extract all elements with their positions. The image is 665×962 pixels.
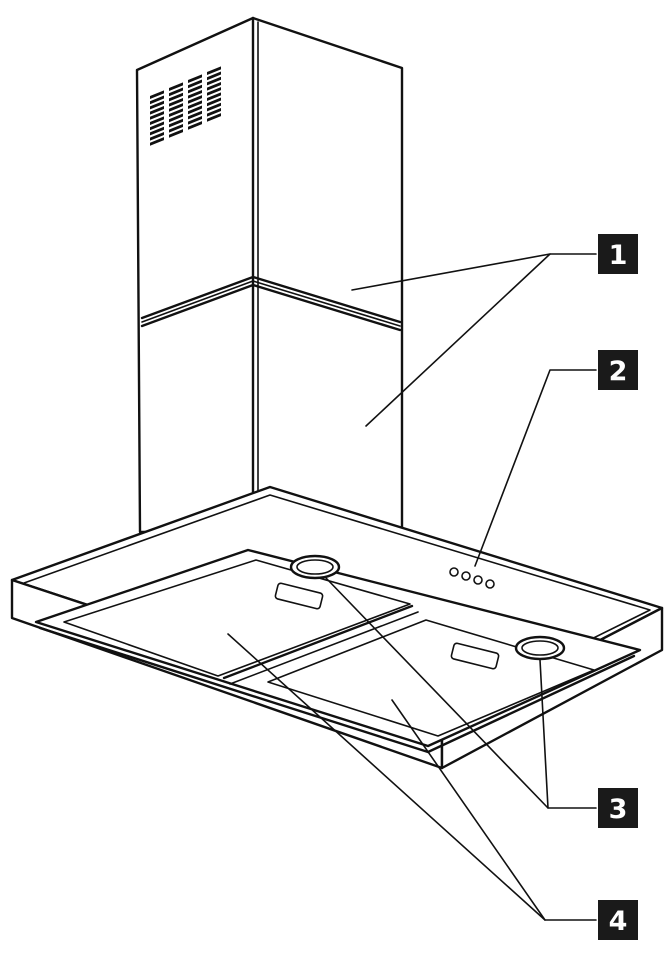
vent-slot — [169, 82, 183, 91]
vent-slot — [188, 121, 202, 130]
filter-handle-right[interactable] — [450, 642, 500, 670]
filter-handle-left[interactable] — [274, 582, 324, 610]
callout-2: 2 — [598, 350, 638, 390]
grease-filter-right — [267, 619, 595, 737]
vent-slot — [188, 115, 202, 125]
vent-slot — [207, 92, 221, 101]
vent-slot — [150, 100, 164, 110]
chimney-outline — [135, 16, 404, 534]
callout-2-label: 2 — [609, 356, 628, 387]
vent-slot — [188, 110, 202, 120]
vent-slot — [169, 129, 183, 138]
chimney — [135, 16, 404, 534]
vent-slot — [207, 97, 221, 107]
chimney-joint-lower — [140, 283, 402, 332]
vent-slot — [169, 92, 183, 102]
vent-slot — [169, 123, 183, 133]
vent-slot — [169, 118, 183, 128]
callout-2-box — [598, 350, 638, 390]
callout-1: 1 — [598, 234, 638, 274]
control-buttons — [449, 567, 495, 589]
vent-slot — [150, 90, 164, 99]
vent-slot — [207, 76, 221, 86]
leader-2 — [474, 369, 597, 567]
grease-filter-left — [63, 559, 411, 677]
leader-4b — [391, 699, 546, 921]
vent-slot — [207, 66, 221, 75]
vent-slot — [150, 116, 164, 125]
callout-3-box — [598, 788, 638, 828]
vent-slot — [150, 111, 164, 120]
callout-4: 4 — [598, 900, 638, 940]
vent-slot — [207, 113, 221, 122]
vent-slot — [169, 97, 183, 107]
chimney-joint-inner — [141, 280, 401, 327]
callout-4-label: 4 — [609, 906, 628, 937]
vent-slot — [188, 79, 202, 89]
vent-slot — [169, 113, 183, 123]
callout-1-label: 1 — [609, 240, 628, 271]
vent-slot — [207, 81, 221, 91]
vent-slot — [150, 95, 164, 105]
vent-slot — [150, 126, 164, 136]
control-button-4[interactable] — [485, 579, 495, 589]
control-button-2[interactable] — [461, 571, 471, 581]
vent-slot — [150, 137, 164, 146]
vent-slot — [207, 71, 221, 81]
leader-lines — [227, 253, 597, 921]
vent-slot — [169, 103, 183, 112]
vent-slot — [188, 74, 202, 83]
callout-4-box — [598, 900, 638, 940]
callout-3-label: 3 — [609, 794, 628, 825]
vent-slot — [207, 87, 221, 96]
callout-3: 3 — [598, 788, 638, 828]
hood-underside — [34, 548, 642, 754]
control-button-1[interactable] — [449, 567, 459, 577]
control-button-3[interactable] — [473, 575, 483, 585]
vent-grille — [150, 66, 221, 146]
vent-slot — [150, 131, 164, 141]
vent-slot — [188, 100, 202, 109]
callout-1-box — [598, 234, 638, 274]
filter-divider — [222, 604, 414, 680]
leader-3b — [539, 659, 549, 809]
light-left-inner — [296, 559, 334, 575]
light-right-inner — [521, 640, 559, 656]
vent-slot — [188, 105, 202, 115]
vent-slot — [207, 107, 221, 117]
chimney-joint-upper — [140, 275, 402, 324]
vent-slot — [169, 108, 183, 117]
vent-slot — [207, 102, 221, 112]
filter-divider-2 — [229, 611, 419, 685]
vent-slot — [150, 105, 164, 115]
vent-slot — [188, 84, 202, 94]
vent-slot — [188, 89, 202, 99]
vent-slot — [150, 121, 164, 131]
vent-slot — [169, 87, 183, 97]
vent-slot — [188, 95, 202, 104]
